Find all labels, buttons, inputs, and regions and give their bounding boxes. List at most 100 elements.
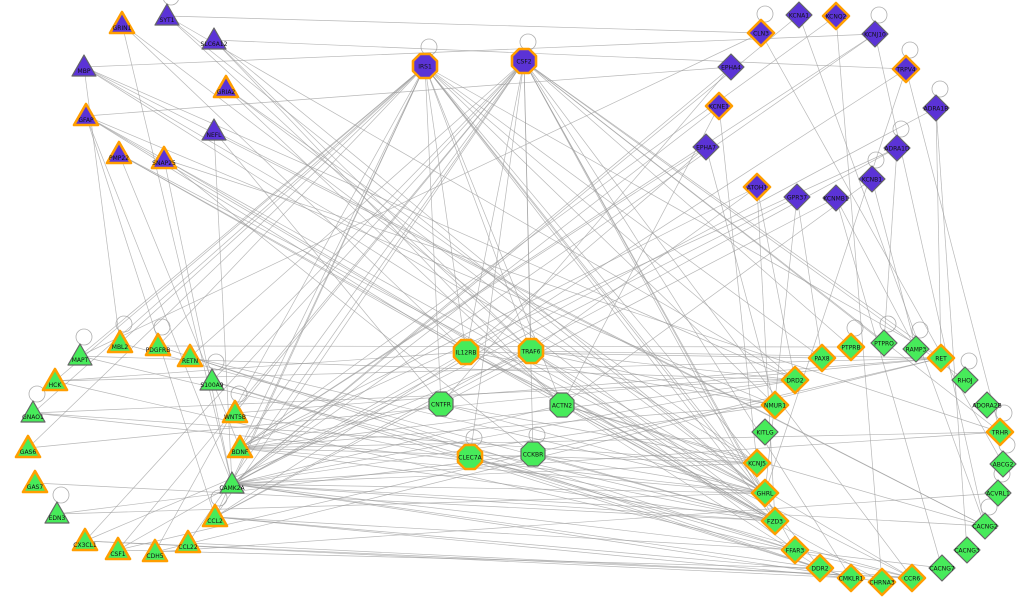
edge-CNTFR-GHRL bbox=[440, 403, 766, 494]
node-CACNG3[interactable]: CACNG3 bbox=[953, 536, 981, 564]
node-GFAP[interactable]: GFAP bbox=[72, 102, 100, 127]
edge-PMP22-BDNF bbox=[118, 153, 241, 449]
node-CCKBR[interactable]: CCKBR bbox=[520, 441, 546, 467]
node-EPHA4[interactable]: EPHA4 bbox=[717, 53, 745, 81]
edge-IRS1-HCK bbox=[54, 65, 426, 382]
edge-SLC6A12-TRPV4 bbox=[213, 39, 907, 70]
edge-IRS1-DRD2 bbox=[424, 65, 796, 381]
edge-ADRA1D-PTPRO bbox=[883, 147, 898, 344]
edge-ADRA1B-CACNG3 bbox=[935, 107, 968, 551]
node-shape-diamond bbox=[883, 134, 911, 162]
node-CACNG7[interactable]: CACNG7 bbox=[928, 554, 956, 582]
node-MAPT[interactable]: MAPT bbox=[67, 343, 93, 366]
edge-S100A9-CMKLR1 bbox=[211, 380, 852, 579]
edge-GFAP-GHRL bbox=[85, 115, 766, 494]
node-CMKLR1[interactable]: CMKLR1 bbox=[836, 563, 866, 593]
edge-MBP-KCNJ10 bbox=[83, 33, 876, 68]
edge-CSF2-BDNF bbox=[239, 60, 525, 449]
edge-CSF2-TRHR bbox=[523, 60, 1001, 433]
edge-SYT1-GHRL bbox=[166, 15, 766, 494]
node-NEFL[interactable]: NEFL bbox=[201, 118, 227, 141]
node-GRIN1[interactable]: GRIN1 bbox=[108, 10, 136, 35]
node-IRS1[interactable]: IRS1 bbox=[411, 52, 439, 80]
node-shape-diamond bbox=[742, 448, 772, 478]
edge-IRS1-NMUR1 bbox=[424, 65, 776, 406]
edge-CDH5-RET bbox=[154, 357, 942, 553]
node-ACVRL1[interactable]: ACVRL1 bbox=[984, 479, 1012, 507]
node-KCNQ2[interactable]: KCNQ2 bbox=[821, 1, 851, 31]
edge-EPHA4-CAMK2A bbox=[231, 66, 732, 485]
node-CSF1[interactable]: CSF1 bbox=[104, 536, 132, 561]
node-CLEC7A[interactable]: CLEC7A bbox=[456, 443, 484, 471]
edge-GFAP-EPHA4 bbox=[85, 66, 732, 117]
node-MBL2[interactable]: MBL2 bbox=[106, 329, 134, 354]
edge-IL12RB-CSF1 bbox=[117, 351, 467, 551]
edge-CLN3-ABCG2 bbox=[760, 32, 1004, 465]
node-IL12RB[interactable]: IL12RB bbox=[452, 338, 480, 366]
node-CACNG2[interactable]: CACNG2 bbox=[971, 512, 999, 540]
node-GRIA2[interactable]: GRIA2 bbox=[212, 74, 240, 99]
node-KCNA1[interactable]: KCNA1 bbox=[785, 1, 813, 29]
node-FFAR3[interactable]: FFAR3 bbox=[780, 535, 810, 565]
node-CNTFR[interactable]: CNTFR bbox=[428, 391, 454, 417]
edge-GNAO1-DRD2 bbox=[32, 379, 796, 414]
node-ACTN2[interactable]: ACTN2 bbox=[549, 392, 575, 418]
edge-GRIN1-CAMK2A bbox=[121, 23, 233, 485]
node-RETN[interactable]: RETN bbox=[176, 343, 204, 368]
node-shape-triangle bbox=[21, 469, 49, 494]
node-KCNMB1[interactable]: KCNMB1 bbox=[822, 184, 850, 212]
node-KITLG[interactable]: KITLG bbox=[751, 418, 779, 446]
edge-KCNQ2-BDNF bbox=[239, 15, 837, 449]
edge-TRAF6-NMUR1 bbox=[530, 350, 776, 406]
edge-GPR37-CAMK2A bbox=[231, 196, 798, 485]
node-shape-triangle bbox=[201, 27, 227, 50]
node-CLN3[interactable]: CLN3 bbox=[746, 18, 776, 48]
node-GAS6[interactable]: GAS6 bbox=[14, 434, 42, 459]
node-shape-triangle bbox=[226, 434, 254, 459]
node-SNAP25[interactable]: SNAP25 bbox=[150, 145, 178, 170]
node-TRHR[interactable]: TRHR bbox=[985, 417, 1015, 447]
node-CCL2[interactable]: CCL2 bbox=[201, 503, 229, 528]
node-PMP22[interactable]: PMP22 bbox=[105, 140, 133, 165]
node-CCR6[interactable]: CCR6 bbox=[897, 563, 927, 593]
node-SLC6A12[interactable]: SLC6A12 bbox=[201, 27, 228, 50]
edge-GPR37-PAX8 bbox=[796, 196, 823, 359]
node-ADRA1D[interactable]: ADRA1D bbox=[883, 134, 911, 162]
self-loop-ADRA1B bbox=[931, 80, 949, 98]
node-TRAF6[interactable]: TRAF6 bbox=[517, 337, 545, 365]
node-shape-diamond bbox=[780, 365, 810, 395]
node-RET[interactable]: RET bbox=[926, 343, 956, 373]
node-MBP[interactable]: MBP bbox=[71, 54, 97, 77]
edge-CSF2-CX3CL1 bbox=[84, 60, 525, 542]
node-TRPV4[interactable]: TRPV4 bbox=[891, 54, 921, 84]
edge-TRAF6-FFAR3 bbox=[530, 350, 796, 551]
node-ATOH1[interactable]: ATOH1 bbox=[742, 172, 772, 202]
node-DRD2[interactable]: DRD2 bbox=[780, 365, 810, 395]
node-shape-triangle bbox=[44, 501, 70, 524]
node-SYT1[interactable]: SYT1 bbox=[154, 3, 180, 26]
node-HCK[interactable]: HCK bbox=[41, 367, 69, 392]
edge-KCNQ2-CHRNA3 bbox=[835, 15, 883, 583]
node-GNAO1[interactable]: GNAO1 bbox=[20, 400, 46, 423]
edge-KCNMB1-RAMP3 bbox=[835, 197, 917, 350]
node-KCNJ5[interactable]: KCNJ5 bbox=[742, 448, 772, 478]
node-KCNB1[interactable]: KCNB1 bbox=[858, 165, 886, 193]
edge-SYT1-TRAF6 bbox=[166, 15, 532, 352]
node-CSF2[interactable]: CSF2 bbox=[510, 47, 538, 75]
edge-RETN-GHRL bbox=[189, 356, 766, 494]
node-shape-diamond bbox=[783, 183, 811, 211]
node-GAS7[interactable]: GAS7 bbox=[21, 469, 49, 494]
node-EDN3[interactable]: EDN3 bbox=[44, 501, 70, 524]
edge-CAMK2A-GHRL bbox=[231, 483, 766, 494]
node-KCNJ10[interactable]: KCNJ10 bbox=[861, 20, 889, 48]
edge-ACTN2-CHRNA3 bbox=[561, 404, 883, 583]
node-GPR37[interactable]: GPR37 bbox=[783, 183, 811, 211]
node-KCNE1[interactable]: KCNE1 bbox=[704, 91, 734, 121]
node-ADRA1B[interactable]: ADRA1B bbox=[922, 94, 950, 122]
edge-GPR37-GHRL bbox=[764, 196, 798, 494]
node-shape-diamond bbox=[891, 54, 921, 84]
node-shape-diamond bbox=[760, 506, 790, 536]
edge-GRIA2-ACTN2 bbox=[225, 87, 563, 406]
